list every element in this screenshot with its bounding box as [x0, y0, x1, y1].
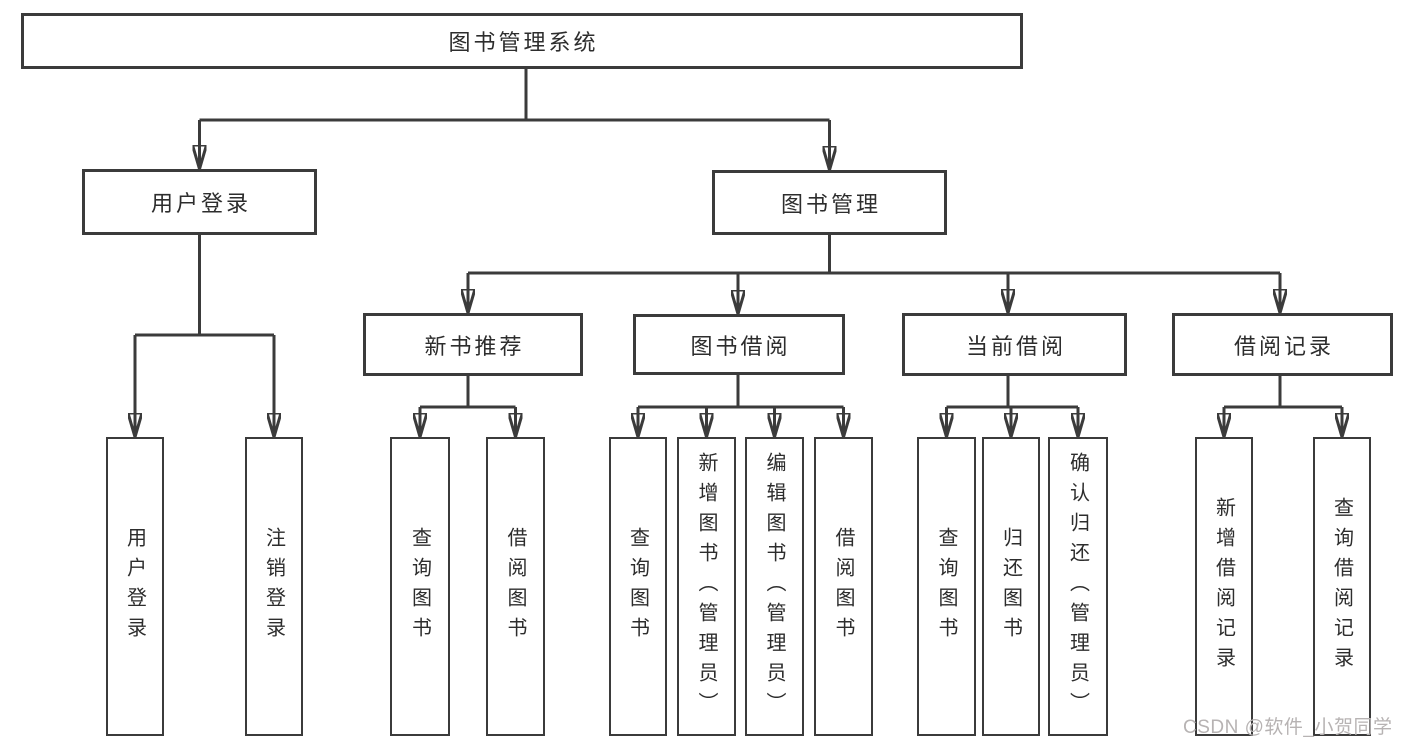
leaf-nb-borrow-books-label: 借阅图书: [504, 526, 526, 647]
leaf-nb-query-books-label: 查询图书: [408, 526, 431, 647]
node-user-login-label: 用户登录: [150, 191, 251, 216]
csdn-watermark: CSDN @软件_小贺同学: [1183, 717, 1393, 738]
leaf-nb-borrow-books: 借阅图书: [486, 437, 545, 736]
leaf-user-login: 用户登录: [106, 437, 164, 736]
node-borrow-record: 借阅记录: [1172, 313, 1393, 376]
node-current-borrow-label: 当前借阅: [965, 333, 1066, 359]
leaf-bb-query-books-label: 查询图书: [626, 526, 649, 647]
connector-book-borrow-branch: [638, 375, 844, 409]
node-current-borrow: 当前借阅: [902, 313, 1127, 376]
connector-current-borrow-branch: [946, 376, 1078, 409]
node-book-borrow: 图书借阅: [633, 314, 845, 375]
leaf-nb-query-books: 查询图书: [390, 437, 450, 736]
leaf-br-add-record: 新增借阅记录: [1195, 437, 1253, 736]
connector-book-management-branch: [468, 235, 1280, 275]
leaf-logout-login-label: 注销登录: [262, 526, 285, 647]
leaf-bb-add-books-admin: 新增图书（管理员）: [677, 437, 736, 736]
leaf-cb-return-books-label: 归还图书: [999, 526, 1022, 647]
node-book-management-label: 图书管理: [780, 191, 881, 217]
connector-user-login-branch: [135, 235, 274, 337]
leaf-bb-edit-books-admin: 编辑图书（管理员）: [745, 437, 804, 736]
leaf-logout-login: 注销登录: [245, 437, 303, 736]
leaf-bb-add-books-admin-label: 新增图书（管理员）: [695, 451, 717, 722]
leaf-cb-confirm-return-admin: 确认归还（管理员）: [1048, 437, 1108, 736]
leaf-bb-borrow-books: 借阅图书: [814, 437, 873, 736]
node-borrow-record-label: 借阅记录: [1233, 333, 1334, 359]
node-book-management: 图书管理: [712, 170, 947, 235]
node-user-login: 用户登录: [82, 169, 317, 235]
leaf-user-login-label: 用户登录: [123, 526, 146, 647]
leaf-cb-query-books-label: 查询图书: [935, 526, 957, 647]
leaf-cb-return-books: 归还图书: [982, 437, 1040, 736]
leaf-bb-edit-books-admin-label: 编辑图书（管理员）: [763, 451, 785, 722]
connector-root-branch: [199, 69, 830, 122]
connector-borrow-record-branch: [1224, 376, 1342, 409]
node-new-book-recommend-label: 新书推荐: [424, 333, 525, 359]
node-library-system-label: 图书管理系统: [448, 30, 599, 55]
leaf-bb-query-books: 查询图书: [609, 437, 667, 736]
node-new-book-recommend: 新书推荐: [363, 313, 583, 376]
node-book-borrow-label: 图书借阅: [690, 333, 791, 359]
leaf-cb-confirm-return-admin-label: 确认归还（管理员）: [1066, 451, 1089, 722]
leaf-br-query-record-label: 查询借阅记录: [1330, 496, 1353, 677]
leaf-br-query-record: 查询借阅记录: [1313, 437, 1371, 736]
leaf-cb-query-books: 查询图书: [917, 437, 976, 736]
connector-new-book-recommend-branch: [420, 376, 516, 409]
node-library-system: 图书管理系统: [21, 13, 1023, 69]
leaf-br-add-record-label: 新增借阅记录: [1212, 496, 1235, 677]
leaf-bb-borrow-books-label: 借阅图书: [832, 526, 854, 647]
